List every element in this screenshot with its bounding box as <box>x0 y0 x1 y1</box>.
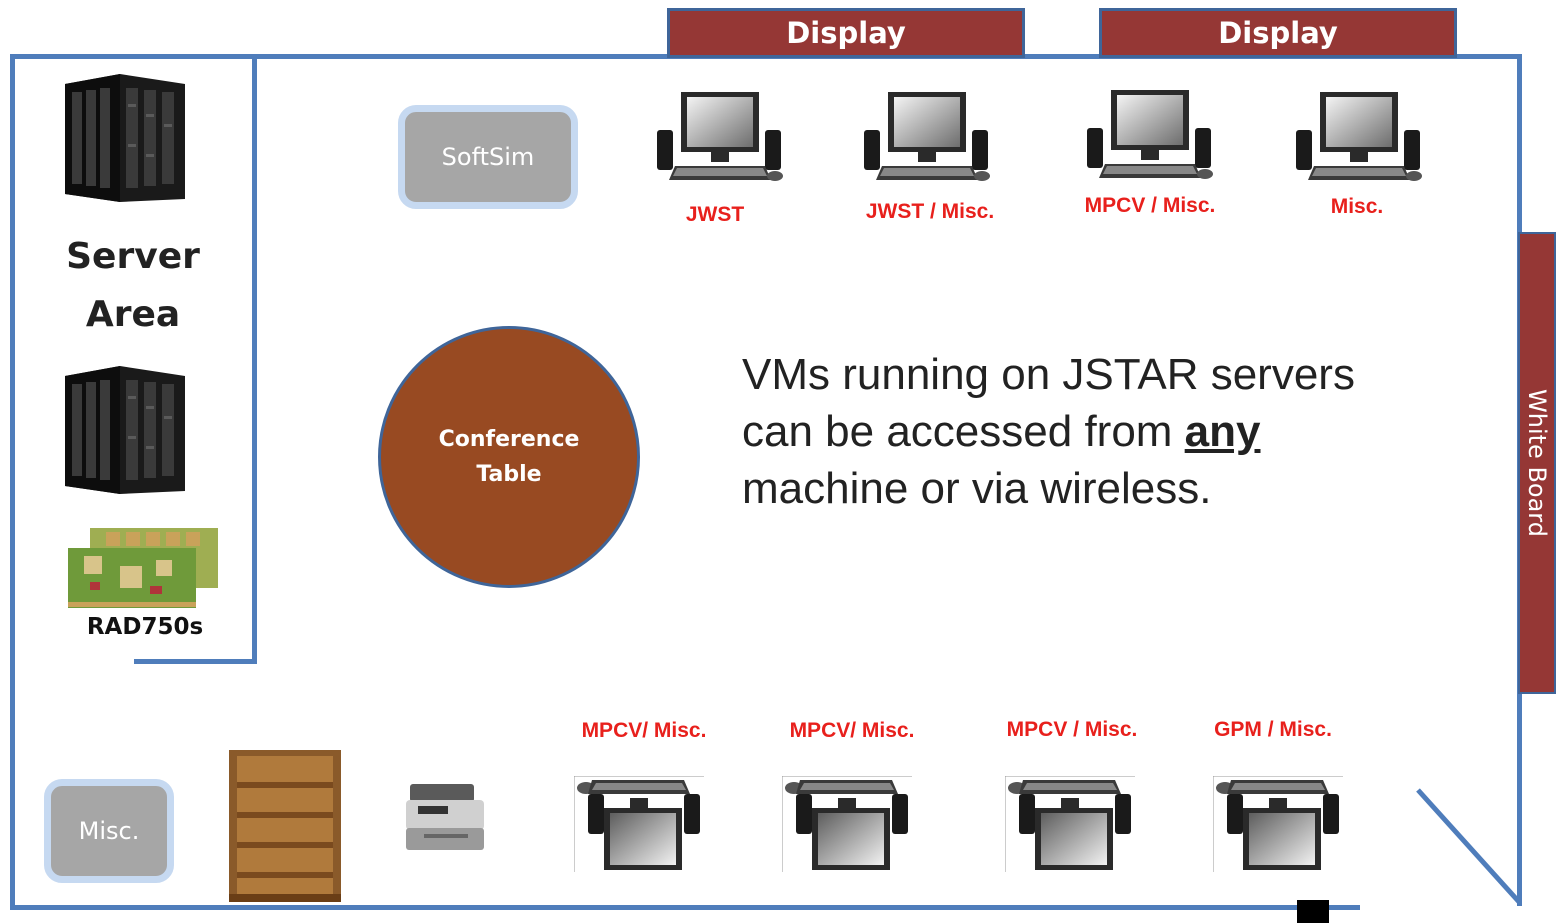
misc-box-label: Misc. <box>78 817 140 845</box>
access-note: VMs running on JSTAR servers can be acce… <box>742 346 1462 517</box>
server-area-wall-bottom <box>134 659 257 664</box>
room-wall-left <box>10 54 15 910</box>
workstation-label-bottom-1: MPCV/ Misc. <box>581 719 707 742</box>
display-left: Display <box>667 8 1025 58</box>
workstation-label-top-1: JWST <box>685 203 745 226</box>
white-board-label: White Board <box>1523 389 1551 537</box>
desktop-computer-icon <box>1296 92 1422 181</box>
workstation-label-bottom-2: MPCV/ Misc. <box>789 719 915 742</box>
door-marker <box>1297 900 1329 923</box>
server-area-wall-right <box>252 58 257 664</box>
workstation-label-bottom-3: MPCV / Misc. <box>1006 718 1138 741</box>
access-note-line3: machine or via wireless. <box>742 464 1212 513</box>
desktop-computer-icon <box>864 92 990 181</box>
workstation-label-bottom-4: GPM / Misc. <box>1214 718 1332 741</box>
access-note-emphasis: any <box>1184 407 1261 456</box>
display-right: Display <box>1099 8 1457 58</box>
server-area-title: Server Area <box>28 228 238 344</box>
desktop-computer-icon <box>782 776 912 872</box>
workstation-label-top-2: JWST / Misc. <box>865 200 995 223</box>
server-rack-icon <box>65 74 185 202</box>
desktop-computer-icon <box>574 776 704 872</box>
conference-table: Conference Table <box>378 326 640 588</box>
workstation-label-top-4: Misc. <box>1330 195 1384 218</box>
server-area-title-line2: Area <box>85 294 181 335</box>
workstation-label-top-3: MPCV / Misc. <box>1084 194 1216 217</box>
white-board <box>1518 232 1556 694</box>
access-note-line2-prefix: can be accessed from <box>742 407 1185 456</box>
desktop-computer-icon <box>657 92 783 181</box>
server-area-title-line1: Server <box>66 236 200 277</box>
misc-box: Misc. <box>44 779 174 883</box>
conference-table-line2: Table <box>476 462 542 487</box>
softsim-box: SoftSim <box>398 105 578 209</box>
printer-icon <box>406 784 484 850</box>
room-wall-bottom <box>10 905 1360 910</box>
rad750-label: RAD750s <box>86 614 204 640</box>
circuit-board-icon <box>68 528 218 608</box>
desktop-computer-icon <box>1087 90 1213 179</box>
access-note-line2: can be accessed from any <box>742 403 1462 460</box>
desktop-computer-icon <box>1213 776 1343 872</box>
softsim-label: SoftSim <box>441 143 535 171</box>
door-swing <box>1416 788 1522 905</box>
desktop-computer-icon <box>1005 776 1135 872</box>
conference-table-line1: Conference <box>438 427 580 452</box>
access-note-line1: VMs running on JSTAR servers <box>742 350 1355 399</box>
server-rack-icon <box>65 366 185 494</box>
bookshelf-icon <box>229 750 341 902</box>
